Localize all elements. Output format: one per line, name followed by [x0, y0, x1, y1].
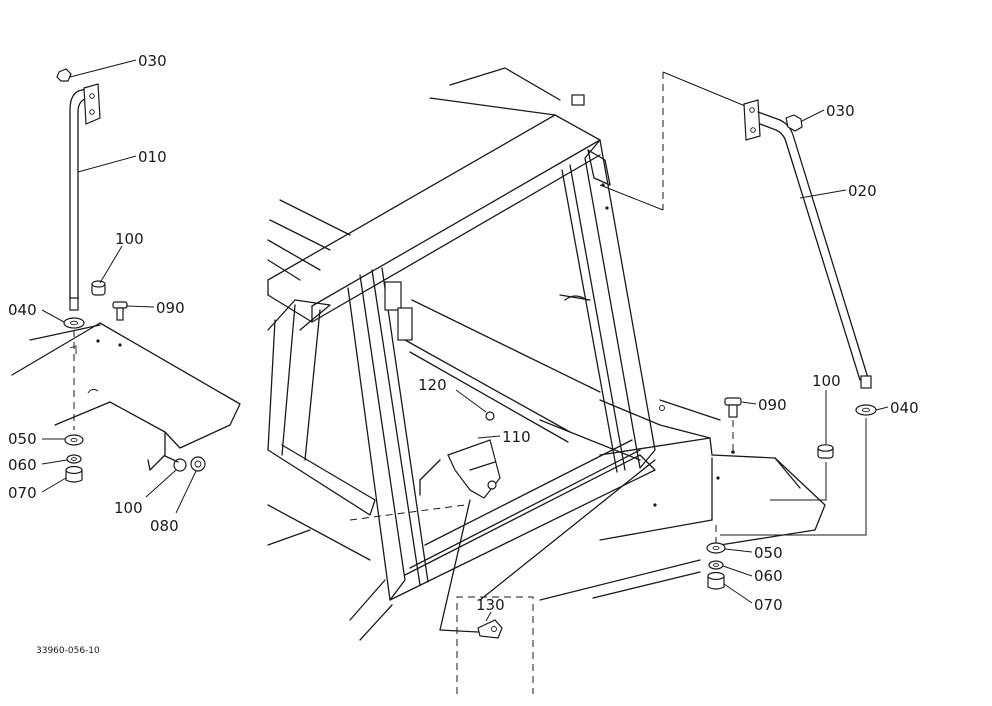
callout-030-left: 030 [138, 52, 167, 70]
washer-060-left-icon [66, 454, 82, 464]
washer-060-right-icon [708, 560, 724, 570]
washer-050-left-icon [64, 434, 84, 446]
callout-030-right: 030 [826, 102, 855, 120]
bolt-030-left-icon [56, 68, 72, 82]
callout-100-left-top: 100 [115, 230, 144, 248]
callout-040-left: 040 [8, 301, 37, 319]
washer-040-right-icon [855, 404, 877, 416]
bolt-120-icon [485, 411, 495, 421]
callout-070-left: 070 [8, 484, 37, 502]
left-stay-assembly [11, 68, 241, 483]
callout-100-right: 100 [812, 372, 841, 390]
callout-040-right: 040 [890, 399, 919, 417]
callout-020: 020 [848, 182, 877, 200]
callout-060-left: 060 [8, 456, 37, 474]
bolt-030-right-icon [785, 114, 803, 132]
drawing-number: 33960-056-10 [36, 646, 100, 656]
callout-060-right: 060 [754, 567, 783, 585]
callout-090-right: 090 [758, 396, 787, 414]
bracket-assembly [349, 411, 503, 639]
bolt-090-left-icon [112, 301, 128, 309]
washer-040-left-icon [63, 317, 85, 329]
callout-080: 080 [150, 517, 179, 535]
callout-labels: 030 010 100 090 040 050 060 070 100 080 … [8, 52, 919, 656]
callout-130: 130 [476, 596, 505, 614]
callout-070-right: 070 [754, 596, 783, 614]
callout-110: 110 [502, 428, 531, 446]
clip-130-icon [477, 619, 503, 639]
callout-010: 010 [138, 148, 167, 166]
leader-lines [41, 59, 889, 622]
callout-090-left: 090 [156, 299, 185, 317]
cab-frame [267, 67, 721, 641]
nut-080-icon [190, 456, 206, 472]
callout-050-right: 050 [754, 544, 783, 562]
washer-050-right-icon [706, 542, 726, 554]
right-stay-assembly [539, 71, 877, 601]
stay-010-bracket-icon [83, 83, 101, 125]
callout-100-left-bottom: 100 [114, 499, 143, 517]
detail-box-130 [456, 596, 534, 694]
callout-120: 120 [418, 376, 447, 394]
stay-020-bracket-icon [743, 99, 761, 141]
bolt-090-right-icon [724, 397, 742, 406]
callout-050-left: 050 [8, 430, 37, 448]
